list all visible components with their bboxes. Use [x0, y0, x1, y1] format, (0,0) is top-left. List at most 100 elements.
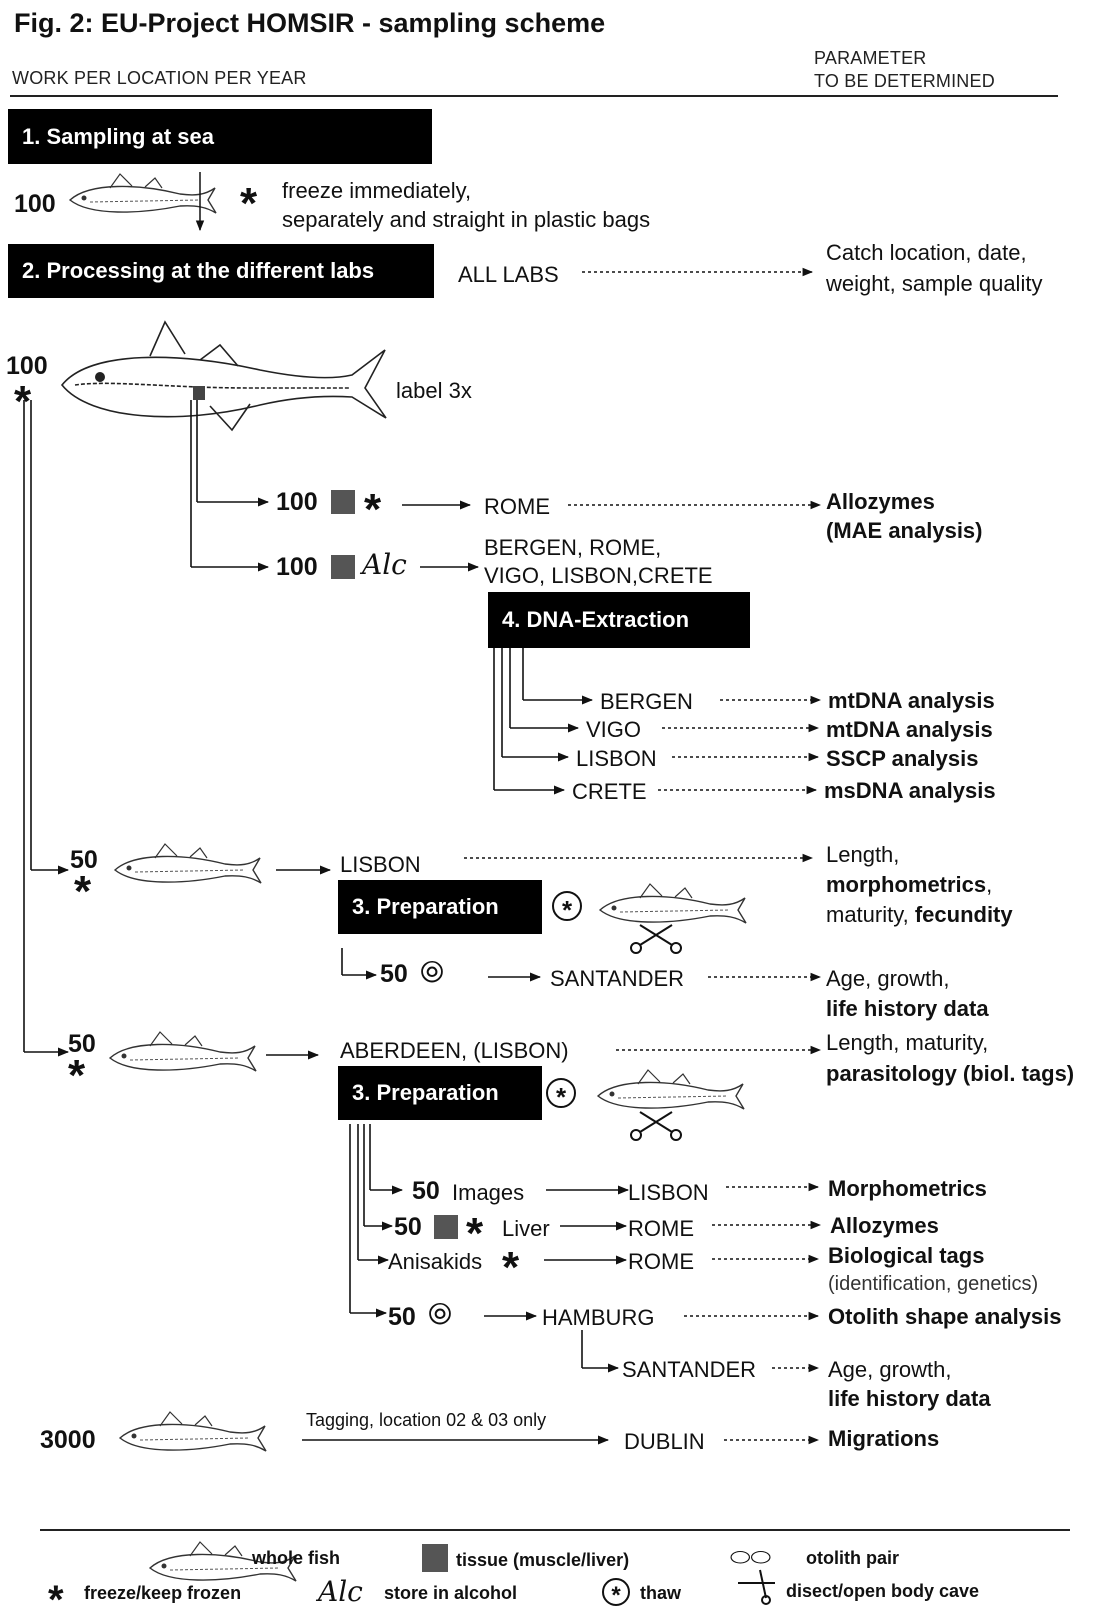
liver-lab: ROME — [628, 1216, 694, 1241]
lisbon-param-3a: maturity, — [826, 902, 915, 927]
page-title: Fig. 2: EU-Project HOMSIR - sampling sch… — [14, 8, 606, 38]
fish-icon — [119, 1411, 267, 1452]
lisbon-param-1: Length, — [826, 842, 900, 867]
images-param: Morphometrics — [828, 1176, 987, 1201]
tissue-row1-param-2: (MAE analysis) — [826, 518, 983, 543]
dna-param-crete: msDNA analysis — [824, 778, 996, 803]
tissue-row2-labs-2: VIGO, LISBON,CRETE — [484, 563, 713, 588]
right-caption-1: PARAMETER — [814, 48, 927, 68]
legend-alcohol-icon: Alc — [318, 1575, 363, 1608]
tagging-param: Migrations — [828, 1426, 940, 1451]
scissors-icon — [630, 1111, 682, 1141]
freeze-icon: * — [466, 1209, 484, 1258]
left-caption: WORK PER LOCATION PER YEAR — [12, 68, 307, 88]
lisbon-param-2: morphometrics — [826, 872, 987, 897]
anis-param-2: (identification, genetics) — [828, 1273, 1039, 1295]
freeze-icon: * — [14, 377, 32, 426]
lisbon-otolith-count: 50 — [380, 960, 408, 988]
sant-param-1: Age, growth, — [828, 1357, 952, 1382]
tagging-lab: DUBLIN — [624, 1429, 705, 1454]
tissue-icon — [434, 1215, 458, 1239]
whole-label: label 3x — [396, 378, 472, 403]
freeze-icon: * — [502, 1243, 520, 1292]
liver-count: 50 — [394, 1213, 422, 1241]
liver-label: Liver — [502, 1216, 550, 1241]
aberdeen-lab: ABERDEEN, (LISBON) — [340, 1038, 569, 1063]
freeze-icon: * — [74, 867, 92, 916]
lisbon-param-2-comma: , — [986, 872, 993, 897]
anis-label: Anisakids — [388, 1249, 483, 1274]
sant-param-2: life history data — [828, 1386, 991, 1411]
legend-freeze-icon: * — [48, 1578, 64, 1622]
step1-note-1: freeze immediately, — [282, 178, 472, 203]
tagging-count: 3000 — [40, 1426, 96, 1454]
fish-eye-icon — [95, 372, 105, 382]
lisbon-param-3b: fecundity — [914, 902, 1013, 927]
legend-tissue-icon — [422, 1544, 448, 1572]
step1-note-2: separately and straight in plastic bags — [282, 207, 651, 232]
legend-thaw-icon: * — [602, 1578, 630, 1609]
step1-label: 1. Sampling at sea — [22, 123, 214, 149]
lisbon-param-3-line: maturity, fecundity — [826, 902, 1013, 928]
oto-count: 50 — [388, 1303, 416, 1331]
lisbon-count: 50 — [70, 846, 98, 874]
dna-lab-vigo: VIGO — [586, 717, 642, 742]
images-lab: LISBON — [628, 1180, 709, 1205]
lisbon-otolith-param-1: Age, growth, — [826, 966, 950, 991]
lisbon-param-2-line: morphometrics, — [826, 872, 992, 898]
liver-param: Allozymes — [830, 1213, 939, 1238]
step2-param-2: weight, sample quality — [826, 271, 1043, 296]
legend-otolith: otolith pair — [806, 1548, 899, 1568]
aberdeen-param-2: parasitology (biol. tags) — [826, 1061, 1075, 1086]
fish-icon — [109, 1031, 257, 1072]
tagging-note: Tagging, location 02 & 03 only — [306, 1410, 547, 1430]
lisbon-prep-box: 3. Preparation — [338, 880, 542, 934]
dna-param-lisbon: SSCP analysis — [826, 746, 979, 771]
sant-lab: SANTANDER — [622, 1357, 757, 1382]
freeze-icon: * — [68, 1051, 86, 1100]
lisbon-otolith-param-2: life history data — [826, 996, 989, 1021]
dna-param-bergen: mtDNA analysis — [828, 688, 995, 713]
scissors-icon — [630, 924, 682, 954]
dna-box: 4. DNA-Extraction — [488, 592, 750, 648]
dna-label: 4. DNA-Extraction — [502, 607, 690, 632]
thaw-icon: * — [552, 891, 582, 925]
freeze-icon: * — [240, 179, 258, 228]
legend-whole-fish: whole fish — [252, 1548, 341, 1568]
tissue-row2-count: 100 — [276, 553, 318, 581]
tissue-icon — [331, 490, 355, 514]
fish-icon — [114, 843, 262, 884]
dna-lab-crete: CRETE — [572, 779, 647, 804]
dna-param-vigo: mtDNA analysis — [826, 717, 993, 742]
legend-freeze: freeze/keep frozen — [84, 1583, 242, 1603]
tissue-row1-lab: ROME — [484, 494, 550, 519]
images-count: 50 — [412, 1177, 440, 1205]
aberdeen-prep-label: 3. Preparation — [352, 1080, 499, 1105]
legend-tissue: tissue (muscle/liver) — [456, 1550, 630, 1570]
alcohol-icon: Alc — [362, 548, 407, 581]
right-caption-2: TO BE DETERMINED — [814, 71, 995, 91]
anis-lab: ROME — [628, 1249, 694, 1274]
step2-labs: ALL LABS — [458, 262, 559, 287]
otolith-icon: ⦾ — [428, 1298, 452, 1331]
tissue-row1-count: 100 — [276, 488, 318, 516]
lisbon-otolith-lab: SANTANDER — [550, 966, 685, 991]
oto-lab: HAMBURG — [542, 1305, 655, 1330]
step2-label: 2. Processing at the different labs — [22, 258, 375, 283]
tissue-row2-labs-1: BERGEN, ROME, — [484, 535, 662, 560]
dna-lab-lisbon: LISBON — [576, 746, 657, 771]
fish-icon — [599, 883, 747, 924]
step2-box: 2. Processing at the different labs — [8, 244, 434, 298]
thaw-icon: * — [546, 1078, 576, 1112]
legend-scissors-icon — [738, 1569, 775, 1605]
whole-count: 100 — [6, 352, 48, 380]
legend-otolith-icon: ⬭⬭ — [730, 1544, 771, 1571]
aberdeen-prep-box: 3. Preparation — [338, 1066, 542, 1120]
lisbon-lab: LISBON — [340, 852, 421, 877]
fish-icon — [597, 1069, 745, 1110]
otolith-icon: ⦾ — [420, 956, 444, 989]
lisbon-prep-label: 3. Preparation — [352, 894, 499, 919]
step2-param-1: Catch location, date, — [826, 240, 1027, 265]
tissue-row1-param-1: Allozymes — [826, 489, 935, 514]
